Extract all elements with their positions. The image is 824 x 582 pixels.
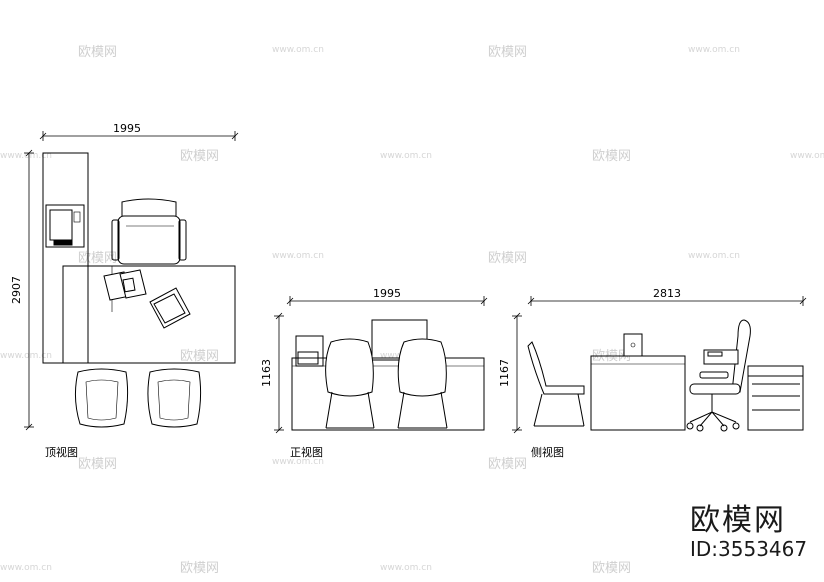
office-chair-top: [111, 198, 187, 265]
top-view-label: 顶视图: [45, 445, 78, 459]
laptop-top: [149, 287, 191, 329]
side-view: 2813 1167: [498, 287, 807, 459]
watermark-site: www.om.cn: [790, 151, 824, 161]
front-view-label: 正视图: [290, 445, 323, 459]
watermark-logo: 欧模网: [78, 251, 117, 266]
watermark-logo: 欧模网: [78, 457, 117, 472]
top-depth-dimension: 2907: [10, 149, 34, 431]
drawer-cabinet-side: [747, 365, 804, 431]
watermark-logo: 欧模网: [78, 45, 117, 60]
watermark-logo: 欧模网: [488, 457, 527, 472]
watermark-site: www.om.cn: [272, 457, 324, 467]
front-height-dimension: 1163: [260, 312, 284, 434]
side-printer: [703, 349, 739, 365]
watermark-logo: 欧模网: [180, 149, 219, 164]
office-chair-side: [686, 319, 751, 432]
watermark-site: www.om.cn: [380, 563, 432, 573]
watermark-site: www.om.cn: [0, 351, 52, 361]
desk-top: [62, 265, 236, 364]
top-width-label: 1995: [113, 122, 141, 135]
top-view: 1995 2907: [10, 122, 239, 459]
watermark-site: www.om.cn: [688, 251, 740, 261]
watermark-logo: 欧模网: [592, 561, 631, 576]
watermark-logo: 欧模网: [592, 149, 631, 164]
watermark-logo: 欧模网: [180, 561, 219, 576]
front-desk: [291, 357, 485, 431]
brand-block: 欧模网 ID:3553467: [690, 503, 807, 561]
watermark-site: www.om.cn: [0, 563, 52, 573]
watermark-site: www.om.cn: [0, 151, 52, 161]
front-side-panel: [295, 335, 324, 367]
lounge-chair-front-left: [325, 338, 375, 429]
side-width-dimension: 2813: [527, 287, 807, 306]
brand-id-label: ID:3553467: [690, 537, 807, 561]
top-depth-label: 2907: [10, 276, 23, 304]
side-height-dimension: 1167: [498, 312, 522, 434]
lounge-chair-front-right: [397, 338, 448, 429]
side-width-label: 2813: [653, 287, 681, 300]
front-width-dimension: 1995: [286, 287, 488, 306]
watermark-site: www.om.cn: [380, 151, 432, 161]
watermark-site: www.om.cn: [272, 251, 324, 261]
lounge-chair-side: [527, 341, 585, 427]
side-view-label: 侧视图: [531, 445, 564, 459]
printer-top: [45, 204, 85, 248]
watermark-site: www.om.cn: [272, 45, 324, 55]
watermark-site: www.om.cn: [688, 45, 740, 55]
front-height-label: 1163: [260, 359, 273, 387]
watermark-layer: 欧模网 www.om.cn 欧模网 www.om.cn www.om.cn 欧模…: [0, 45, 824, 576]
laptop-side: [620, 333, 648, 357]
brand-logo: 欧模网: [690, 503, 786, 538]
watermark-logo: 欧模网: [180, 349, 219, 364]
front-width-label: 1995: [373, 287, 401, 300]
side-height-label: 1167: [498, 359, 511, 387]
documents-top: [103, 269, 147, 301]
side-desk: [590, 355, 686, 431]
watermark-logo: 欧模网: [488, 251, 527, 266]
watermark-logo: 欧模网: [488, 45, 527, 60]
lounge-chair-top-right: [147, 368, 202, 428]
lounge-chair-top-left: [74, 368, 129, 428]
front-view: 1995 1163 正视图: [260, 287, 488, 459]
top-width-dimension: 1995: [39, 122, 239, 141]
